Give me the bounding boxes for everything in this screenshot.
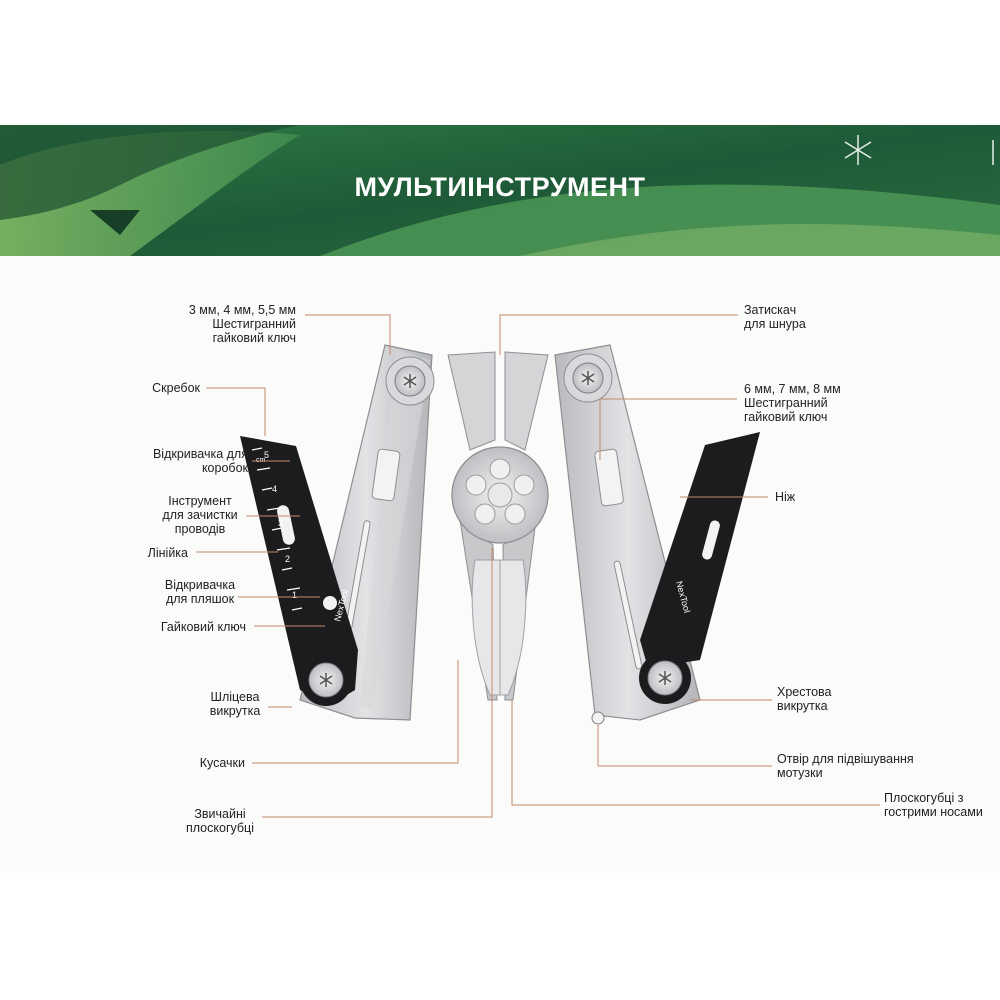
ruler-mark-2: 2 [285, 554, 290, 564]
pivot-screw-top-right [563, 353, 613, 403]
label-phillips: Хрестова викрутка [777, 685, 832, 713]
ruler-mark-1: 1 [292, 590, 297, 600]
label-hex-key-small: 3 мм, 4 мм, 5,5 мм Шестигранний гайковий… [188, 303, 296, 345]
ruler-mark-5: 5 [264, 450, 269, 460]
pivot-screw-bottom-right [647, 660, 683, 696]
label-needle-pliers: Плоскогубці з гострими носами [884, 791, 983, 819]
label-cord-clamp: Затискач для шнура [744, 303, 806, 331]
page-title: МУЛЬТИІНСТРУМЕНТ [354, 172, 646, 202]
label-hex-key-large: 6 мм, 7 мм, 8 мм Шестигранний гайковий к… [744, 382, 841, 424]
ruler-blade [240, 436, 358, 706]
pliers-head [447, 351, 549, 701]
label-wire-stripper: Інструмент для зачистки проводів [162, 494, 238, 536]
pivot-screw-bottom-left [308, 662, 344, 698]
ruler-mark-4: 4 [272, 484, 277, 494]
label-wrench: Гайковий ключ [160, 620, 246, 634]
label-knife: Ніж [775, 490, 796, 504]
leader-lines [196, 314, 880, 818]
label-flat-screwdriver: Шліцева викрутка [209, 690, 261, 718]
ruler-mark-3: 3 [278, 518, 283, 528]
label-scraper: Скребок [152, 381, 200, 395]
label-bottle-opener: Відкривачка для пляшок [164, 578, 236, 606]
label-ruler: Лінійка [147, 546, 188, 560]
multitool-illustration: 5 4 3 2 1 cm NexTool [196, 314, 880, 818]
diagram-panel: 5 4 3 2 1 cm NexTool [0, 256, 1000, 873]
pivot-screw-top-left [385, 356, 435, 406]
label-cutters: Кусачки [199, 756, 245, 770]
label-lanyard-hole: Отвір для підвішування мотузки [777, 752, 914, 780]
snowflake-icon [844, 135, 994, 165]
label-box-opener: Відкривачка для коробок [152, 447, 248, 475]
label-pliers: Звичайні плоскогубці [185, 807, 254, 835]
header-banner [0, 125, 1000, 256]
